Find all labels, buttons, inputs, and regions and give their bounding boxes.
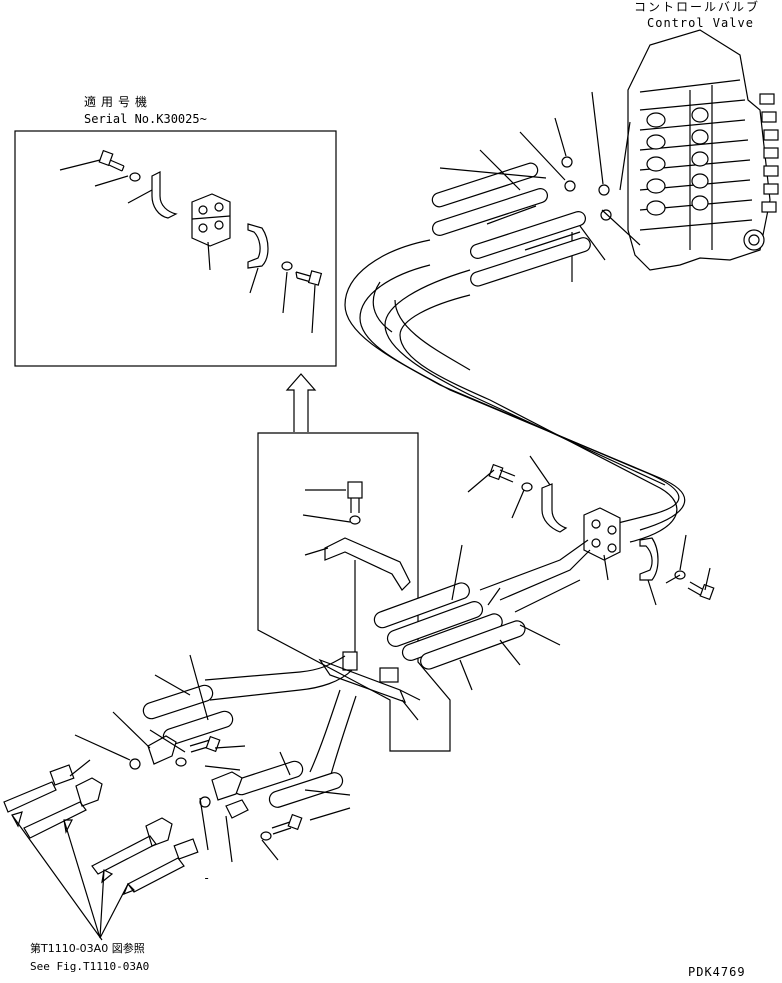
inset-washer-2-icon xyxy=(281,261,293,271)
control-valve-label-jp: コントロールバルブ xyxy=(634,0,761,14)
reference-label-jp: 第T1110-03A0 図参照 xyxy=(30,942,145,955)
inset-box xyxy=(14,130,337,367)
inset-bolt-icon xyxy=(98,149,125,172)
steel-tubes xyxy=(344,239,686,543)
upper-hoses xyxy=(431,149,591,287)
control-valve-label-en: Control Valve xyxy=(647,16,754,30)
inset-bolt-2-icon xyxy=(295,270,323,286)
detail-frame xyxy=(257,432,451,752)
inset-pipe-clamp-block-icon xyxy=(191,193,231,247)
small-dash-mark: - xyxy=(203,871,211,885)
pipe-clamp-assembly-icon xyxy=(467,455,715,606)
control-valve-icon xyxy=(627,29,779,271)
inset-serial-number: Serial No.K30025~ xyxy=(84,112,207,126)
inset-clamp-2-icon xyxy=(247,223,269,269)
lower-hoses xyxy=(373,539,591,691)
reference-label-en: See Fig.T1110-03A0 xyxy=(30,960,150,973)
up-arrow-icon xyxy=(285,373,317,432)
left-tubes xyxy=(204,655,357,779)
inset-clamp-icon xyxy=(151,171,178,219)
inset-serial-label-jp: 適用号機 xyxy=(84,95,153,109)
detail-clamp xyxy=(302,481,421,721)
inset-washer-icon xyxy=(129,172,141,182)
split-flanges xyxy=(75,735,303,847)
figure-number: PDK4769 xyxy=(688,965,746,979)
valve-o-rings xyxy=(561,156,612,221)
fitting-tubes xyxy=(3,764,199,941)
